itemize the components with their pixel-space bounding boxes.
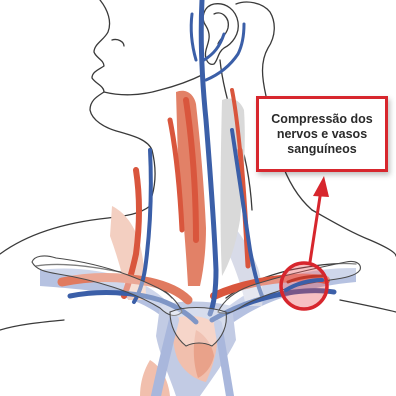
chin-under: [112, 39, 124, 46]
head-vein-branch-3: [191, 14, 196, 60]
jaw: [104, 74, 204, 95]
callout-line-3: sanguíneos: [271, 142, 372, 157]
right-shoulder: [312, 210, 396, 256]
jugular-main: [201, 0, 216, 314]
arrow-up-icon: [310, 176, 329, 262]
callout-line-2: nervos e vasos: [271, 127, 372, 142]
red-circle-highlight: [281, 263, 327, 309]
head-vein-branch-2: [206, 24, 244, 80]
compression-highlight: [281, 263, 327, 309]
face-profile: [90, 0, 155, 196]
left-arm: [0, 320, 64, 330]
callout-box: Compressão dos nervos e vasos sanguíneos: [256, 96, 388, 172]
right-arm: [340, 300, 396, 312]
callout-label: Compressão dos nervos e vasos sanguíneos: [271, 112, 372, 157]
callout-line-1: Compressão dos: [271, 112, 372, 127]
